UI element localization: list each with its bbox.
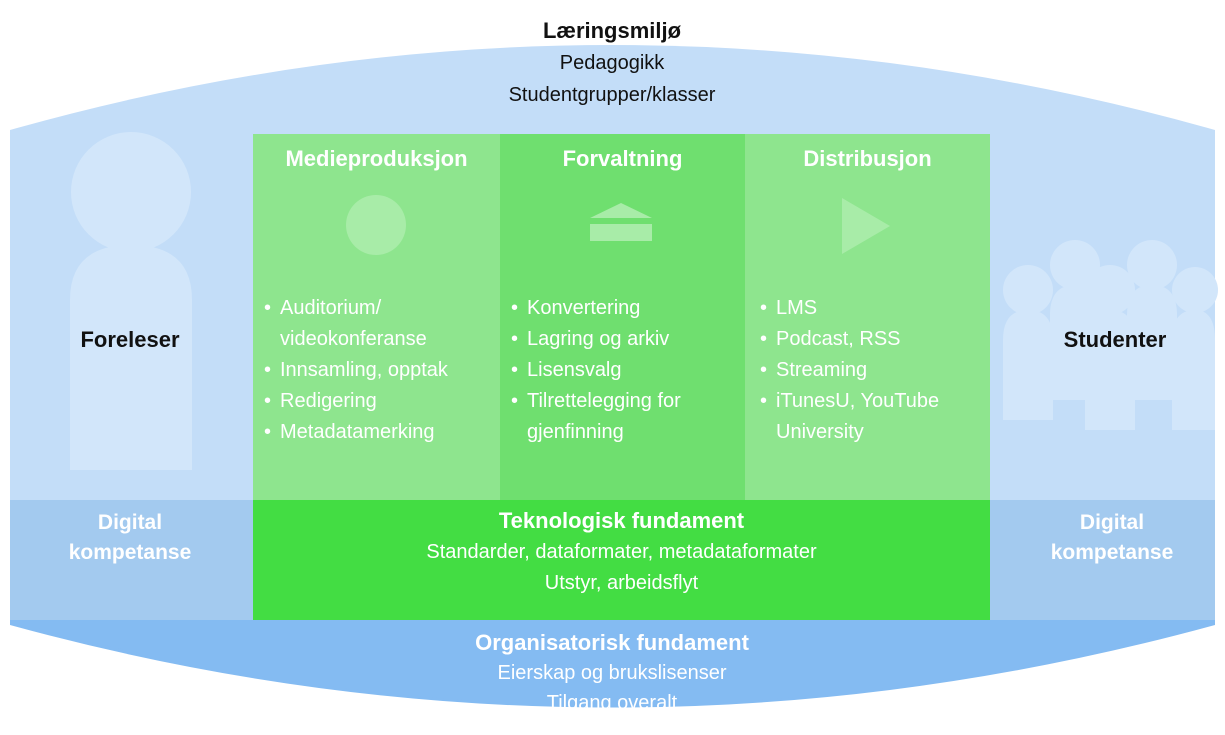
distribution-list: LMS Podcast, RSS Streaming iTunesU, YouT… xyxy=(760,293,986,448)
students-silhouette xyxy=(1003,240,1218,430)
list-item: LMS xyxy=(760,293,986,324)
column-title-media-production: Medieproduksjon xyxy=(285,146,468,171)
technology-foundation-bg xyxy=(253,500,990,620)
students-label: Studenter xyxy=(1063,327,1167,352)
technology-standards: Standarder, dataformater, metadataformat… xyxy=(426,541,817,563)
technology-title: Teknologisk fundament xyxy=(498,508,745,533)
list-item: Auditorium/ videokonferanse xyxy=(264,293,492,355)
list-item: Lisensvalg xyxy=(511,355,737,386)
list-item: Redigering xyxy=(264,386,492,417)
competence-line: Digital xyxy=(1079,511,1145,534)
archive-icon xyxy=(590,203,652,241)
list-item: iTunesU, YouTube University xyxy=(760,386,986,448)
lecturer-label: Foreleser xyxy=(80,327,180,352)
environment-pedagogy: Pedagogikk xyxy=(559,52,665,74)
list-item: Konvertering xyxy=(511,293,737,324)
list-item: Podcast, RSS xyxy=(760,324,986,355)
play-icon xyxy=(842,198,890,254)
organization-band-lower xyxy=(14,622,1211,705)
list-item: Tilrettelegging for gjenfinning xyxy=(511,386,737,448)
column-title-distribution: Distribusjon xyxy=(803,146,932,171)
technology-equipment: Utstyr, arbeidsflyt xyxy=(544,572,699,594)
students-competence: Digital kompetanse xyxy=(1022,508,1202,568)
list-item: Lagring og arkiv xyxy=(511,324,737,355)
lecturer-competence: Digital kompetanse xyxy=(40,508,220,568)
competence-line: kompetanse xyxy=(1050,541,1174,564)
environment-groups: Studentgrupper/klasser xyxy=(508,84,716,106)
lecturer-silhouette xyxy=(70,132,192,470)
environment-title: Læringsmiljø xyxy=(542,18,682,43)
management-list: Konvertering Lagring og arkiv Lisensvalg… xyxy=(511,293,737,448)
list-item: Streaming xyxy=(760,355,986,386)
media-production-list: Auditorium/ videokonferanse Innsamling, … xyxy=(264,293,492,448)
organization-ownership: Eierskap og brukslisenser xyxy=(497,662,727,684)
organization-access: Tilgang overalt xyxy=(546,692,678,714)
competence-line: kompetanse xyxy=(68,541,192,564)
circle-icon xyxy=(346,195,406,255)
column-title-management: Forvaltning xyxy=(562,146,683,171)
list-item: Metadatamerking xyxy=(264,417,492,448)
competence-line: Digital xyxy=(97,511,163,534)
organization-title: Organisatorisk fundament xyxy=(475,630,749,655)
list-item: Innsamling, opptak xyxy=(264,355,492,386)
